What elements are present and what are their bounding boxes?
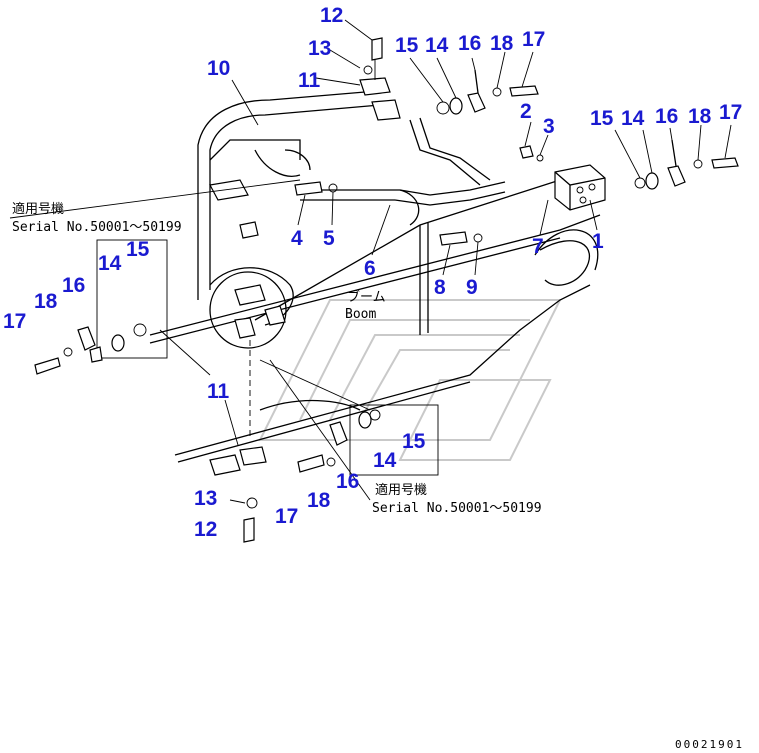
pipe-6 bbox=[197, 91, 561, 335]
bolt-12-top bbox=[363, 37, 383, 75]
callout-11: 11 bbox=[298, 69, 321, 92]
callout-15: 15 bbox=[126, 238, 150, 261]
callout-11: 11 bbox=[207, 380, 230, 403]
callout-8: 8 bbox=[434, 276, 446, 299]
bolt-4-washer-5 bbox=[294, 181, 338, 196]
callout-10: 10 bbox=[207, 57, 230, 80]
callout-14: 14 bbox=[98, 252, 122, 275]
callout-18: 18 bbox=[490, 32, 514, 55]
callout-17: 17 bbox=[719, 101, 742, 124]
callout-17: 17 bbox=[522, 28, 545, 51]
callout-6: 6 bbox=[364, 257, 376, 280]
callout-1: 1 bbox=[592, 230, 604, 253]
drawing-code: 00021901 bbox=[675, 738, 744, 751]
callout-16: 16 bbox=[655, 105, 678, 128]
boom-label-jp: ブーム bbox=[347, 289, 386, 305]
clamp-top bbox=[359, 50, 401, 121]
bolt-12-bottom bbox=[243, 497, 258, 543]
callout-5: 5 bbox=[323, 227, 335, 250]
applicable-note-bottom-serial: Serial No.50001～50199 bbox=[372, 501, 542, 516]
boom-label-en: Boom bbox=[345, 307, 376, 322]
callout-15: 15 bbox=[402, 430, 426, 453]
fitting-set-right bbox=[634, 139, 739, 190]
nut-2 bbox=[519, 145, 544, 162]
clamp-upper-left bbox=[209, 179, 259, 239]
callout-17: 17 bbox=[275, 505, 298, 528]
callout-12: 12 bbox=[320, 4, 343, 27]
callout-2: 2 bbox=[520, 100, 532, 123]
callout-18: 18 bbox=[688, 105, 712, 128]
applicable-note-top-serial: Serial No.50001～50199 bbox=[12, 220, 182, 235]
callout-7: 7 bbox=[532, 235, 544, 258]
applicable-note-bottom-jp: 適用号機 bbox=[375, 482, 427, 498]
callout-16: 16 bbox=[336, 470, 359, 493]
callout-12: 12 bbox=[194, 518, 217, 541]
callout-18: 18 bbox=[307, 489, 331, 512]
callout-9: 9 bbox=[466, 276, 478, 299]
leader-lines bbox=[9, 19, 732, 504]
callout-18: 18 bbox=[34, 290, 58, 313]
clamp-lower bbox=[209, 446, 267, 476]
fitting-set-upper bbox=[436, 69, 539, 115]
callouts: 12 13 11 10 15 14 16 18 17 2 3 15 14 16 … bbox=[3, 4, 742, 541]
bottom-fitting-detail bbox=[259, 359, 439, 476]
callout-14: 14 bbox=[373, 449, 397, 472]
callout-15: 15 bbox=[590, 107, 614, 130]
callout-16: 16 bbox=[458, 32, 481, 55]
left-fitting-detail bbox=[34, 239, 211, 376]
clamp-middle bbox=[209, 271, 287, 440]
callout-15: 15 bbox=[395, 34, 419, 57]
boom-body bbox=[149, 139, 601, 463]
valve-block bbox=[554, 164, 606, 211]
callout-4: 4 bbox=[291, 227, 303, 250]
callout-17: 17 bbox=[3, 310, 26, 333]
bolt-8-washer-9 bbox=[439, 231, 483, 246]
callout-14: 14 bbox=[621, 107, 645, 130]
callout-14: 14 bbox=[425, 34, 449, 57]
applicable-note-top-jp: 適用号機 bbox=[12, 201, 64, 217]
callout-13: 13 bbox=[308, 37, 331, 60]
callout-16: 16 bbox=[62, 274, 85, 297]
callout-13: 13 bbox=[194, 487, 217, 510]
callout-3: 3 bbox=[543, 115, 555, 138]
